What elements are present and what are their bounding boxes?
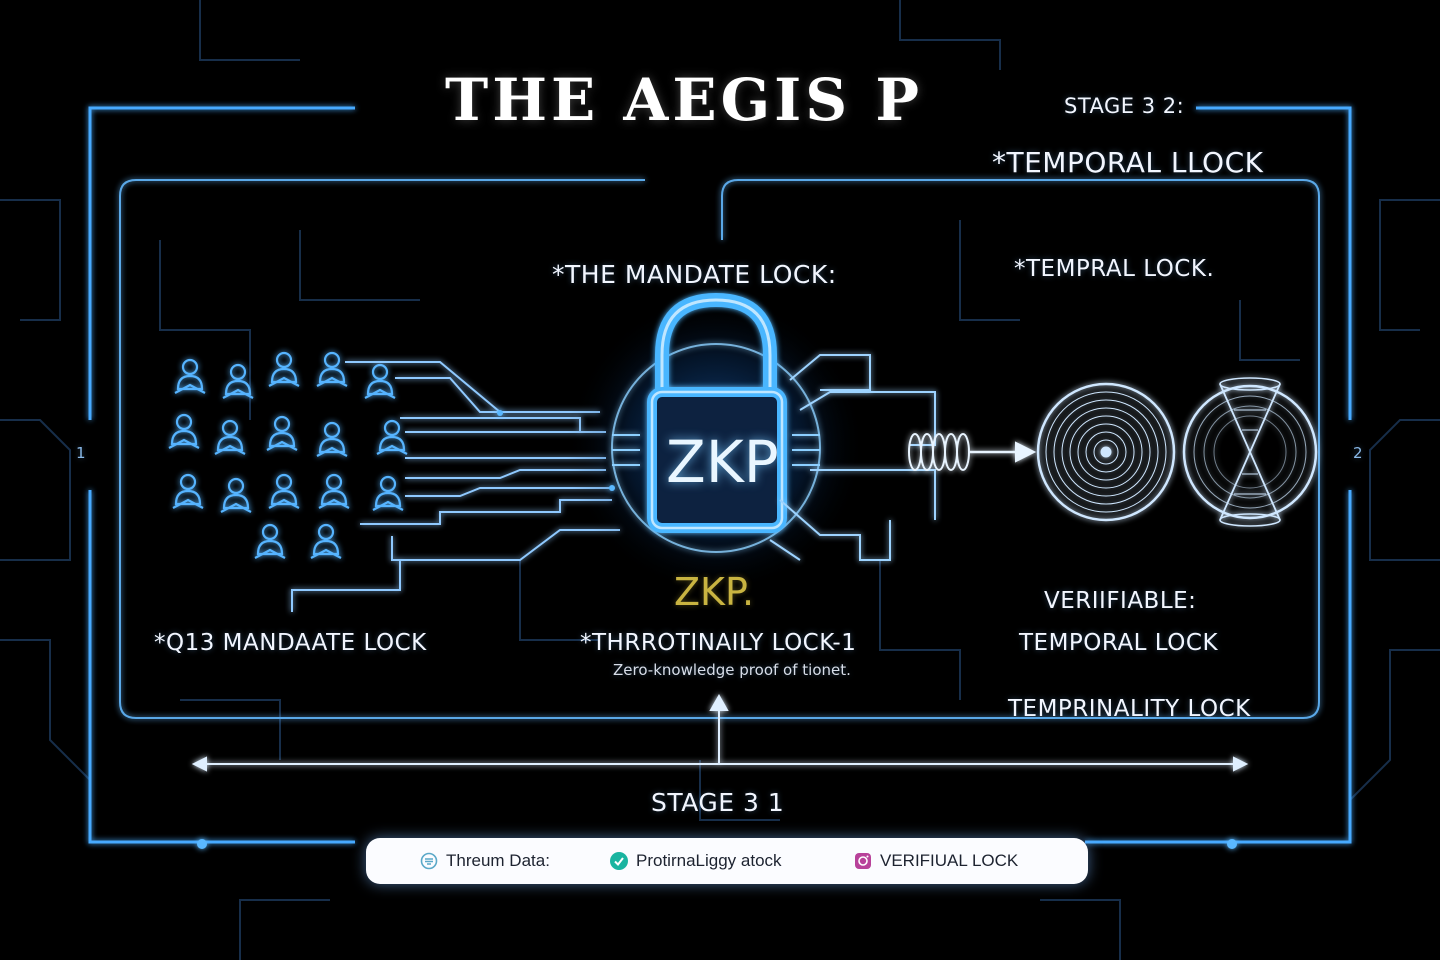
user-icon bbox=[376, 419, 408, 455]
zkp-gold-label: ZKP. bbox=[674, 570, 755, 614]
hourglass-icon bbox=[1182, 377, 1318, 527]
legend-bar: Threum Data: ProtirnaLiggy atock VERIFIU… bbox=[366, 838, 1088, 884]
user-icon bbox=[266, 415, 298, 451]
page-title: THE AEGIS P bbox=[445, 66, 923, 134]
check-icon bbox=[610, 852, 628, 870]
user-icon bbox=[372, 475, 404, 511]
legend-item-protocol: ProtirnaLiggy atock bbox=[610, 838, 782, 884]
legend-item-verifiual: VERIFIUAL LOCK bbox=[854, 838, 1018, 884]
lock-gear bbox=[611, 343, 821, 553]
spiral-icon bbox=[1036, 382, 1176, 522]
lock-output-lines bbox=[769, 354, 936, 561]
throttle-lock-label: *THRROTINAILY LOCK-1 bbox=[580, 630, 857, 656]
stage-span-arrow bbox=[191, 693, 1249, 772]
user-icon bbox=[168, 413, 200, 449]
data-icon bbox=[420, 852, 438, 870]
user-icon bbox=[268, 351, 300, 387]
stage-top-label: STAGE 3 2: bbox=[1064, 94, 1185, 118]
user-icon bbox=[174, 358, 206, 394]
temprinality-lock-label: TEMPRINALITY LOCK bbox=[1008, 696, 1251, 722]
temporal-llock-label: *TEMPORAL LLOCK bbox=[992, 146, 1264, 179]
user-icon bbox=[364, 363, 396, 399]
user-icon bbox=[172, 473, 204, 509]
side-number-left: 1 bbox=[76, 444, 86, 462]
temporal-lock-label: TEMPORAL LOCK bbox=[1019, 630, 1219, 656]
user-icon bbox=[310, 523, 342, 559]
lock-zkp-text: ZKP bbox=[666, 428, 779, 496]
user-icon bbox=[316, 421, 348, 457]
user-icon bbox=[220, 477, 252, 513]
legend-item-data: Threum Data: bbox=[420, 838, 550, 884]
tempral-lock-label: *TEMPRAL LOCK. bbox=[1014, 256, 1215, 282]
frame-dots bbox=[197, 410, 1237, 849]
user-icon bbox=[316, 351, 348, 387]
stage-bottom-label: STAGE 3 1 bbox=[651, 788, 785, 817]
coil-icon bbox=[908, 433, 1037, 471]
mandate-lock-label: *THE MANDATE LOCK: bbox=[552, 260, 837, 289]
user-icon bbox=[318, 473, 350, 509]
q13-mandate-lock-label: *Q13 MANDAATE LOCK bbox=[154, 630, 427, 656]
legend-label-verifiual: VERIFIUAL LOCK bbox=[880, 851, 1019, 870]
connector-lines bbox=[291, 361, 620, 612]
user-icon bbox=[214, 419, 246, 455]
padlock-icon bbox=[647, 292, 787, 533]
camera-icon bbox=[855, 853, 871, 869]
user-icon-cluster bbox=[168, 351, 408, 559]
outer-frame bbox=[88, 106, 1352, 844]
zkp-caption: Zero-knowledge proof of tionet. bbox=[613, 661, 851, 679]
side-number-right: 2 bbox=[1353, 444, 1363, 462]
inner-panel bbox=[119, 179, 1320, 719]
user-icon bbox=[254, 523, 286, 559]
user-icon bbox=[268, 473, 300, 509]
legend-label-data: Threum Data: bbox=[446, 851, 550, 870]
verifiable-label: VERIIFIABLE: bbox=[1044, 588, 1197, 614]
legend-label-protocol: ProtirnaLiggy atock bbox=[636, 851, 782, 870]
user-icon bbox=[222, 363, 254, 399]
